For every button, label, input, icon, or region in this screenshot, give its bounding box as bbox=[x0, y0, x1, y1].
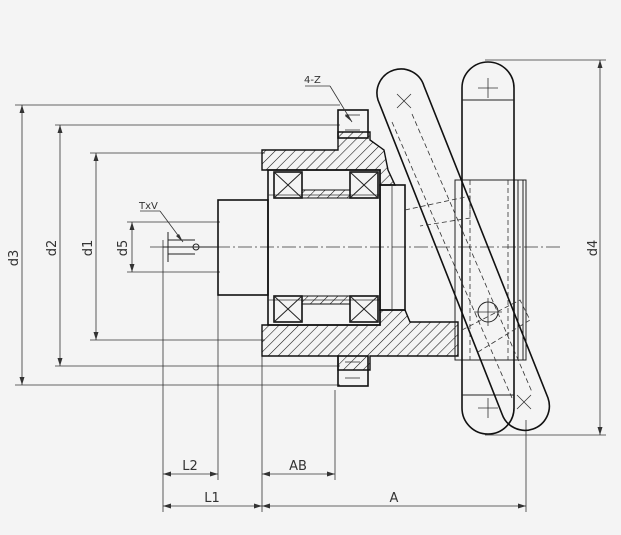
dimension-d3 bbox=[15, 104, 340, 386]
dimension-ab bbox=[261, 330, 336, 512]
label-a: A bbox=[390, 491, 399, 506]
label-l2: L2 bbox=[182, 459, 198, 474]
label-d4: d4 bbox=[586, 240, 601, 257]
bearing-top-left bbox=[273, 171, 303, 199]
label-d3: d3 bbox=[7, 250, 22, 267]
shaft-end-detail bbox=[140, 210, 200, 262]
dimension-d5 bbox=[127, 221, 220, 273]
spacer bbox=[301, 189, 351, 305]
bearing-bottom-left bbox=[273, 295, 303, 323]
bearing-top-right bbox=[349, 171, 379, 199]
dimension-d1 bbox=[90, 152, 265, 341]
label-d5: d5 bbox=[116, 240, 131, 257]
dimension-l2 bbox=[162, 240, 219, 512]
dimension-l1 bbox=[163, 503, 262, 509]
label-d2: d2 bbox=[45, 240, 60, 257]
dimension-a bbox=[262, 420, 527, 512]
torque-arm-inclined bbox=[376, 68, 551, 432]
label-txv: TxV bbox=[138, 201, 158, 212]
bolt-callout bbox=[305, 85, 353, 123]
dimension-d4 bbox=[485, 59, 606, 436]
label-ab: AB bbox=[289, 459, 307, 474]
bearing-bottom-right bbox=[349, 295, 379, 323]
housing bbox=[261, 109, 459, 387]
label-bolt: 4-Z bbox=[304, 75, 321, 86]
dimension-d2 bbox=[55, 124, 340, 367]
label-l1: L1 bbox=[204, 491, 220, 506]
label-d1: d1 bbox=[81, 240, 96, 257]
mounting-plate bbox=[454, 179, 527, 361]
torque-arm-vertical bbox=[461, 61, 515, 435]
